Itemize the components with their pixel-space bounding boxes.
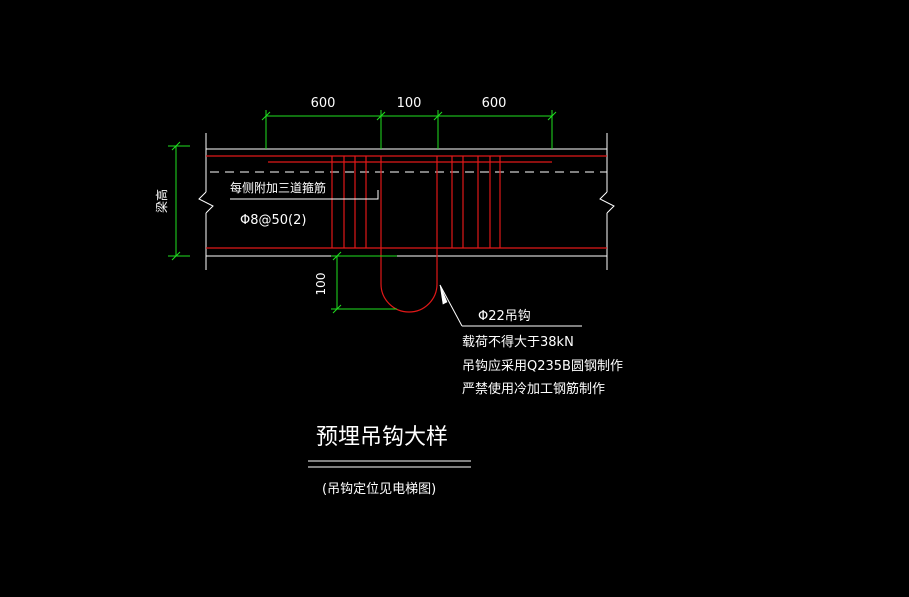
beam-height-dimension — [168, 141, 190, 261]
title-sub: (吊钩定位见电梯图) — [322, 482, 436, 497]
dim-mid-label: 100 — [397, 96, 422, 111]
load-note: 载荷不得大于38kN — [462, 334, 574, 350]
longitudinal-rebars — [206, 155, 607, 249]
dim-right-label: 600 — [482, 96, 507, 111]
embedded-hook — [380, 156, 438, 313]
hook-depth-dimension — [331, 251, 397, 314]
beam-height-label: 梁高 — [154, 189, 169, 213]
material-note: 吊钩应采用Q235B圆钢制作 — [462, 358, 623, 374]
beam-outline — [198, 133, 615, 270]
stirrup-spec: Φ8@50(2) — [240, 213, 306, 228]
hook-label: Φ22吊钩 — [478, 309, 531, 324]
additional-stirrups — [331, 156, 501, 248]
title-main: 预埋吊钩大样 — [316, 425, 448, 450]
hook-leader — [439, 284, 582, 327]
hook-depth-label: 100 — [314, 273, 328, 296]
prohibit-note: 严禁使用冷加工钢筋制作 — [462, 381, 605, 397]
stirrup-note: 每侧附加三道箍筋 — [230, 180, 326, 195]
top-dimension-chain — [261, 110, 557, 149]
stirrup-leader — [230, 190, 379, 200]
dim-left-label: 600 — [311, 96, 336, 111]
